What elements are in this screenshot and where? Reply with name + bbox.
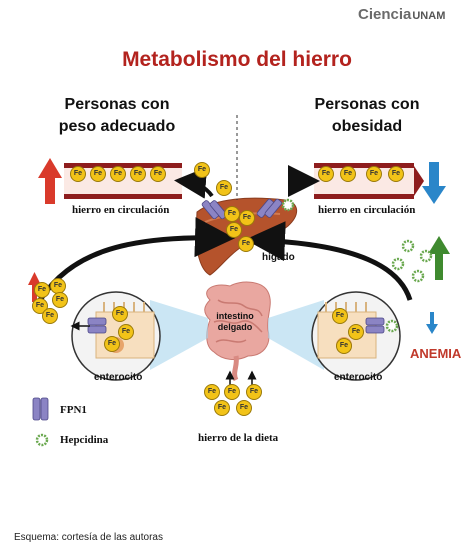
label-anemia: ANEMIA xyxy=(410,346,462,361)
hepcidin-legend-icon xyxy=(35,433,49,447)
iron-fe-particle: Fe xyxy=(214,400,230,416)
iron-fe-particle: Fe xyxy=(246,384,262,400)
fpn1-enterocyte-right xyxy=(365,317,385,334)
down-arrow-blue-right xyxy=(422,162,446,204)
iron-fe-particle: Fe xyxy=(224,206,240,222)
iron-fe-particle: Fe xyxy=(332,308,348,324)
iron-fe-particle: Fe xyxy=(204,384,220,400)
iron-fe-particle: Fe xyxy=(110,166,126,182)
iron-fe-particle: Fe xyxy=(194,162,210,178)
iron-fe-particle: Fe xyxy=(336,338,352,354)
iron-flow-arrow-right xyxy=(245,221,413,301)
heading-obesity: Personas con obesidad xyxy=(314,96,420,135)
hepcidin-icon xyxy=(401,239,415,253)
iron-fe-particle: Fe xyxy=(388,166,404,182)
legend-label-hepcidin: Hepcidina xyxy=(60,434,109,446)
label-circulation-left: hierro en circulación xyxy=(72,204,170,216)
iron-fe-particle: Fe xyxy=(118,324,134,340)
iron-fe-particle: Fe xyxy=(104,336,120,352)
down-arrow-blue-small xyxy=(426,312,438,334)
label-enterocyte-left: enterocito xyxy=(94,372,143,383)
iron-fe-particle: Fe xyxy=(318,166,334,182)
iron-fe-particle: Fe xyxy=(90,166,106,182)
label-liver: hígado xyxy=(262,252,295,263)
hepcidin-icon xyxy=(411,269,425,283)
iron-fe-particle: Fe xyxy=(130,166,146,182)
iron-fe-particle: Fe xyxy=(70,166,86,182)
iron-fe-particle: Fe xyxy=(216,180,232,196)
iron-fe-particle: Fe xyxy=(42,308,58,324)
iron-fe-particle: Fe xyxy=(238,236,254,252)
hepcidin-icon xyxy=(419,249,433,263)
iron-fe-particle: Fe xyxy=(34,282,50,298)
hepcidin-cluster xyxy=(35,198,433,447)
legend-label-fpn1: FPN1 xyxy=(60,404,87,416)
iron-fe-particle: Fe xyxy=(239,210,255,226)
iron-fe-particle: Fe xyxy=(348,324,364,340)
iron-fe-particle: Fe xyxy=(236,400,252,416)
heading-normal-weight: Personas con peso adecuado xyxy=(58,96,176,135)
iron-fe-particle: Fe xyxy=(112,306,128,322)
image-credit: Esquema: cortesía de las autoras xyxy=(14,532,163,543)
hepcidin-icon xyxy=(281,198,295,212)
label-dietary-iron: hierro de la dieta xyxy=(198,432,279,444)
fpn1-legend-icon xyxy=(32,397,49,421)
iron-fe-particle: Fe xyxy=(224,384,240,400)
up-arrow-green-right xyxy=(428,236,450,280)
small-intestine xyxy=(204,281,271,382)
fpn1-enterocyte-left xyxy=(87,317,107,334)
iron-fe-particle: Fe xyxy=(366,166,382,182)
iron-fe-particle: Fe xyxy=(52,292,68,308)
iron-fe-particle: Fe xyxy=(340,166,356,182)
up-arrow-red-left xyxy=(38,158,62,204)
label-circulation-right: hierro en circulación xyxy=(318,204,416,216)
hepcidin-icon xyxy=(385,319,399,333)
iron-fe-particle: Fe xyxy=(226,222,242,238)
label-enterocyte-right: enterocito xyxy=(334,372,383,383)
brand-logo: CienciaUNAM xyxy=(358,6,446,23)
page-title: Metabolismo del hierro xyxy=(122,48,352,71)
iron-fe-particle: Fe xyxy=(150,166,166,182)
hepcidin-icon xyxy=(391,257,405,271)
fpn1-liver-right xyxy=(256,198,283,218)
label-small-intestine: intestino delgado xyxy=(216,311,254,332)
